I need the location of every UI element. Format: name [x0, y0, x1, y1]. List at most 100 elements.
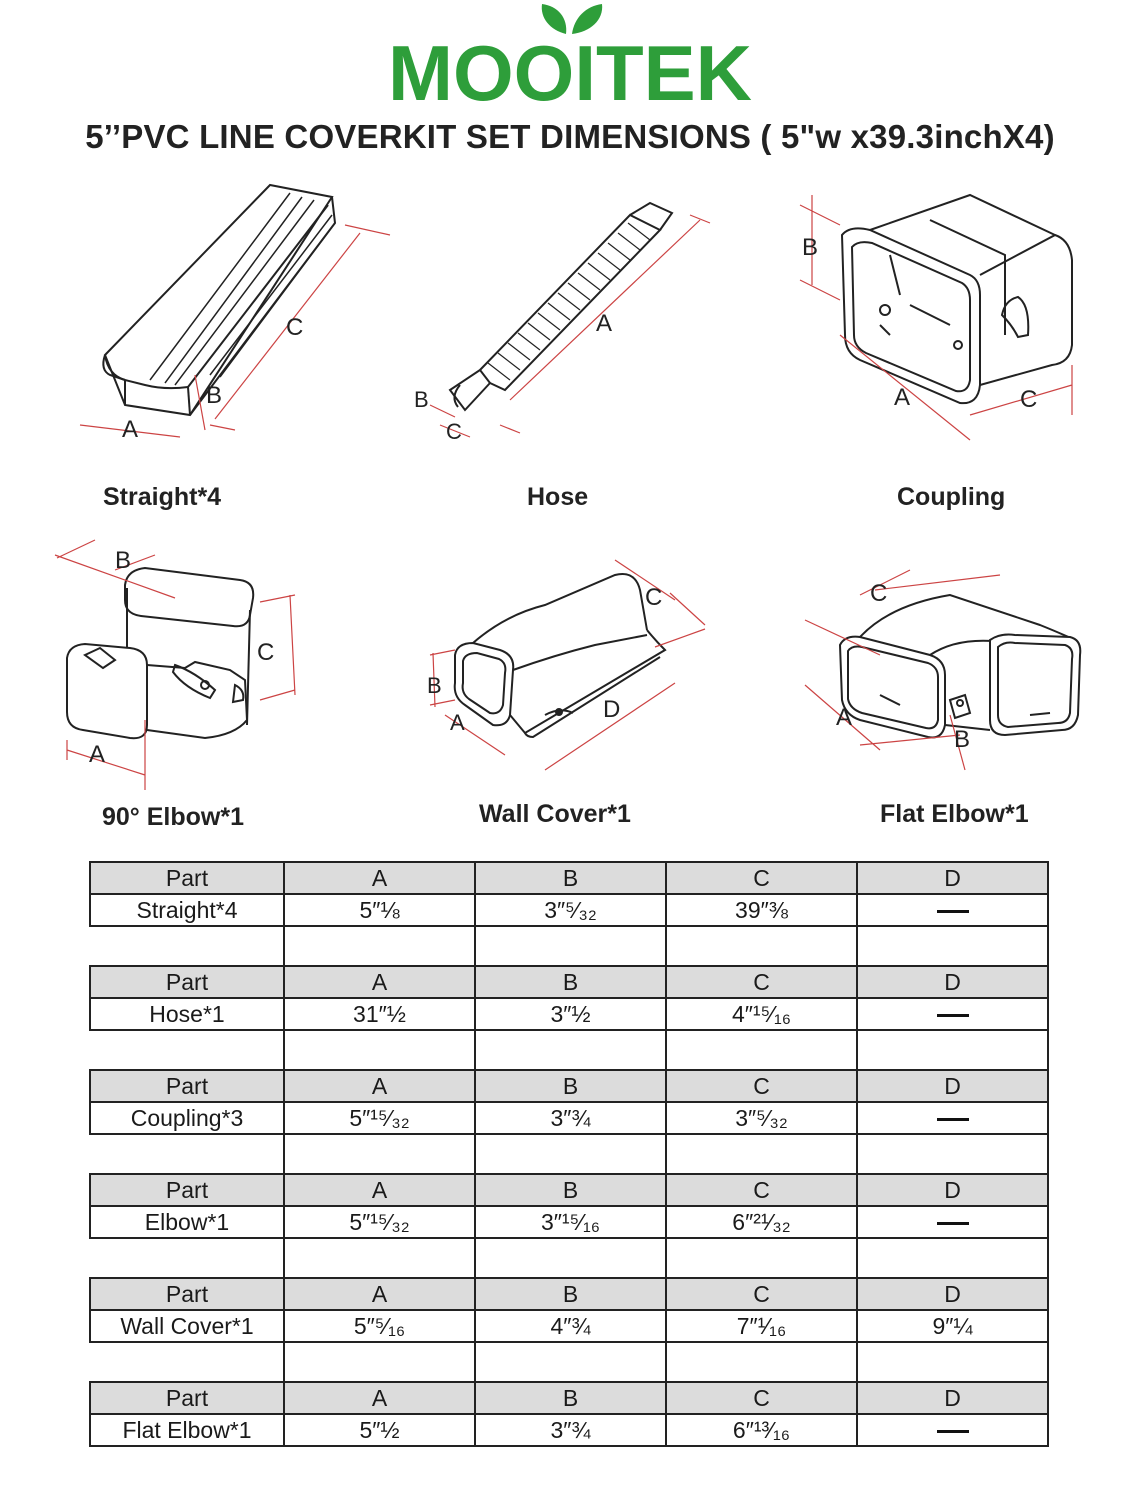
spacer-cell: [856, 1029, 1049, 1071]
svg-text:A: A: [450, 710, 465, 735]
svg-text:B: B: [414, 387, 429, 412]
dimension-b-cell: 4″¾: [474, 1309, 667, 1343]
spacer-cell: [665, 1029, 858, 1071]
header-cell: A: [283, 1381, 476, 1415]
caption-hose: Hose: [527, 483, 589, 511]
header-cell: Part: [89, 1381, 285, 1415]
table-spacer-row: [90, 1029, 1049, 1071]
dimension-c-cell: 7″¹⁄₁₆: [665, 1309, 858, 1343]
dash-icon: [936, 1118, 969, 1122]
spacer-cell: [90, 925, 285, 966]
header-cell: D: [856, 1381, 1049, 1415]
header-cell: B: [474, 965, 667, 999]
header-cell: Part: [89, 1069, 285, 1103]
leaf-left-icon: [541, 4, 567, 34]
header-cell: D: [856, 861, 1049, 895]
dimension-d-cell: [856, 1205, 1049, 1239]
spacer-cell: [283, 1029, 476, 1071]
svg-text:C: C: [645, 584, 662, 611]
header-cell: C: [665, 1381, 858, 1415]
hose-drawing: A B C: [410, 185, 720, 445]
svg-text:C: C: [257, 639, 274, 666]
spacer-cell: [474, 925, 667, 967]
spacer-cell: [665, 1237, 858, 1279]
header-cell: D: [856, 1173, 1049, 1207]
part-name-cell: Elbow*1: [89, 1205, 285, 1239]
coupling-drawing: B A C: [790, 185, 1090, 445]
header-cell: C: [665, 965, 858, 999]
svg-text:B: B: [954, 726, 970, 753]
spacer-cell: [856, 925, 1049, 967]
svg-text:A: A: [122, 416, 138, 443]
dimension-b-cell: 3″½: [474, 997, 667, 1031]
leaf-right-icon: [572, 4, 603, 34]
spacer-cell: [474, 1341, 667, 1383]
dimension-b-cell: 3″¹⁵⁄₁₆: [474, 1205, 667, 1239]
header-cell: A: [283, 965, 476, 999]
dimension-b-cell: 3″¾: [474, 1413, 667, 1447]
svg-text:C: C: [446, 419, 462, 444]
spacer-cell: [665, 1133, 858, 1175]
svg-text:C: C: [1020, 386, 1037, 413]
dimension-c-cell: 6″²¹⁄₃₂: [665, 1205, 858, 1239]
dimension-a-cell: 5″⁵⁄₁₆: [283, 1309, 476, 1343]
caption-elbow-90: 90° Elbow*1: [102, 803, 244, 831]
header-cell: C: [665, 1173, 858, 1207]
spacer-cell: [90, 1341, 285, 1382]
part-name-cell: Coupling*3: [89, 1101, 285, 1135]
spacer-cell: [856, 1237, 1049, 1279]
dimension-c-cell: 3″⁵⁄₃₂: [665, 1101, 858, 1135]
dimension-d-cell: [856, 997, 1049, 1031]
header-cell: Part: [89, 1277, 285, 1311]
dash-icon: [936, 1014, 969, 1018]
svg-text:A: A: [596, 310, 612, 337]
brand-name: MOOITEK: [388, 29, 752, 110]
part-name-cell: Wall Cover*1: [89, 1309, 285, 1343]
svg-text:C: C: [286, 314, 303, 341]
header-cell: B: [474, 1381, 667, 1415]
dash-icon: [936, 910, 969, 914]
dimension-b-cell: 3″¾: [474, 1101, 667, 1135]
header-cell: A: [283, 1173, 476, 1207]
header-cell: D: [856, 1277, 1049, 1311]
dimension-c-cell: 4″¹⁵⁄₁₆: [665, 997, 858, 1031]
dimension-d-cell: [856, 1101, 1049, 1135]
header-cell: B: [474, 1277, 667, 1311]
dimension-c-cell: 39″⅜: [665, 893, 858, 927]
header-cell: Part: [89, 965, 285, 999]
table-spacer-row: [90, 1341, 1049, 1383]
spacer-cell: [283, 1237, 476, 1279]
caption-wall-cover: Wall Cover*1: [479, 800, 631, 828]
spacer-cell: [665, 1341, 858, 1383]
spacer-cell: [90, 1029, 285, 1070]
flat-elbow-drawing: C A B: [800, 565, 1090, 780]
dimension-a-cell: 5″⅛: [283, 893, 476, 927]
header-cell: D: [856, 1069, 1049, 1103]
dimension-a-cell: 5″¹⁵⁄₃₂: [283, 1205, 476, 1239]
dimension-d-cell: [856, 1413, 1049, 1447]
dimension-b-cell: 3″⁵⁄₃₂: [474, 893, 667, 927]
header-cell: A: [283, 1277, 476, 1311]
header-cell: A: [283, 861, 476, 895]
part-name-cell: Hose*1: [89, 997, 285, 1031]
straight-drawing: A B C: [70, 175, 410, 455]
caption-straight: Straight*4: [103, 483, 222, 511]
spacer-cell: [474, 1133, 667, 1175]
spacer-cell: [90, 1237, 285, 1278]
dimension-c-cell: 6″¹³⁄₁₆: [665, 1413, 858, 1447]
svg-text:B: B: [115, 547, 131, 574]
svg-text:D: D: [603, 696, 620, 723]
brand-logo: MOOITEK: [0, 0, 1140, 110]
caption-flat-elbow: Flat Elbow*1: [880, 800, 1029, 828]
spacer-cell: [856, 1341, 1049, 1383]
dimension-a-cell: 5″½: [283, 1413, 476, 1447]
